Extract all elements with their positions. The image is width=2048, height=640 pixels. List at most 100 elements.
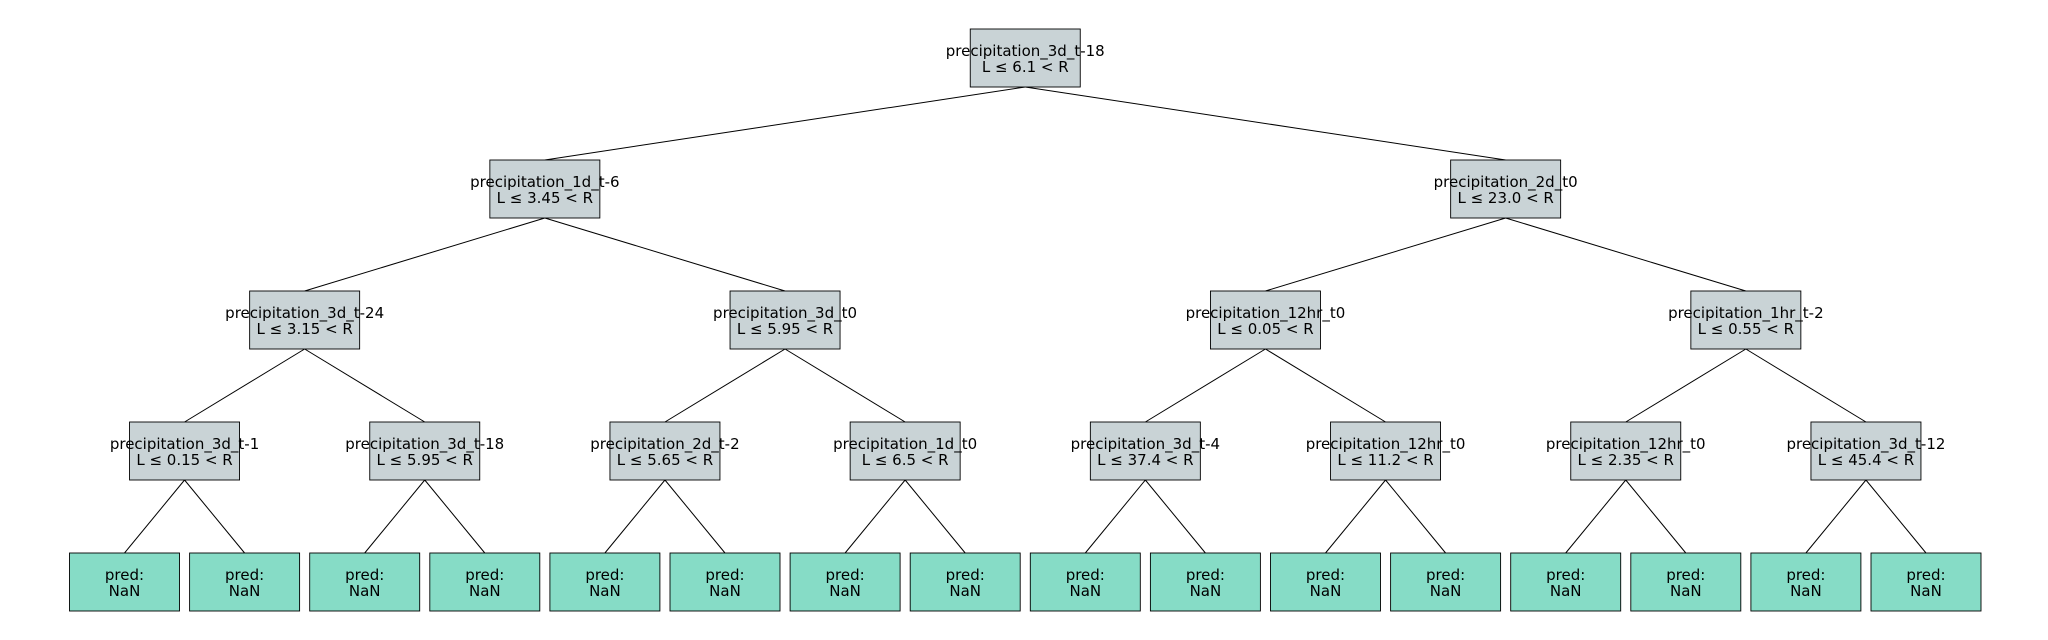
leaf-node: pred:NaN: [789, 552, 901, 612]
tree-edge-left: [304, 217, 545, 292]
tree-edge-right: [424, 479, 486, 554]
split-feature-label: precipitation_3d_t-4: [1071, 435, 1220, 454]
leaf-prediction-value: NaN: [229, 582, 261, 600]
tree-edge-right: [904, 479, 966, 554]
leaf-label: pred:: [225, 566, 264, 584]
node-box: [1029, 552, 1141, 612]
leaf-node: pred:NaN: [1149, 552, 1261, 612]
node-box: [489, 159, 601, 219]
split-node: precipitation_3d_t-18L ≤ 5.95 < R: [345, 421, 504, 481]
split-threshold-label: L ≤ 0.55 < R: [1698, 320, 1794, 338]
node-box: [1870, 552, 1982, 612]
leaf-label: pred:: [465, 566, 504, 584]
split-feature-label: precipitation_12hr_t0: [1306, 435, 1466, 454]
leaf-node: pred:NaN: [189, 552, 301, 612]
node-box: [429, 552, 541, 612]
split-node: precipitation_3d_t-12L ≤ 45.4 < R: [1786, 421, 1945, 481]
leaf-node: pred:NaN: [1270, 552, 1381, 612]
leaf-prediction-value: NaN: [1550, 582, 1582, 600]
node-box: [729, 290, 841, 350]
split-threshold-label: L ≤ 6.1 < R: [982, 58, 1069, 76]
leaf-prediction-value: NaN: [1670, 582, 1702, 600]
leaf-label: pred:: [1306, 566, 1345, 584]
tree-edge-right: [1745, 348, 1867, 423]
split-node: precipitation_1hr_t-2L ≤ 0.55 < R: [1668, 290, 1824, 350]
node-box: [909, 552, 1021, 612]
leaf-node: pred:NaN: [1870, 552, 1982, 612]
tree-edge-right: [1025, 86, 1506, 161]
split-threshold-label: L ≤ 2.35 < R: [1578, 451, 1674, 469]
leaf-label: pred:: [1066, 566, 1105, 584]
leaf-label: pred:: [1426, 566, 1465, 584]
split-threshold-label: L ≤ 5.95 < R: [737, 320, 833, 338]
node-box: [1330, 421, 1442, 481]
tree-edge-right: [1505, 217, 1746, 292]
split-node: precipitation_2d_t-2L ≤ 5.65 < R: [590, 421, 740, 481]
leaf-label: pred:: [345, 566, 384, 584]
leaf-label: pred:: [946, 566, 985, 584]
node-box: [969, 28, 1081, 88]
leaf-label: pred:: [1666, 566, 1705, 584]
leaf-prediction-value: NaN: [589, 582, 621, 600]
leaf-node: pred:NaN: [429, 552, 541, 612]
node-box: [1690, 290, 1802, 350]
tree-edge-right: [664, 479, 726, 554]
tree-edge-right: [544, 217, 786, 292]
node-box: [129, 421, 241, 481]
leaf-prediction-value: NaN: [709, 582, 741, 600]
tree-edge-left: [544, 86, 1026, 161]
tree-edge-left: [604, 479, 666, 554]
split-feature-label: precipitation_3d_t-18: [345, 435, 504, 454]
split-node: precipitation_3d_t-4L ≤ 37.4 < R: [1071, 421, 1220, 481]
split-node: precipitation_1d_t-6L ≤ 3.45 < R: [470, 159, 620, 219]
tree-edge-right: [784, 348, 906, 423]
node-box: [309, 552, 421, 612]
split-node: precipitation_3d_t-18L ≤ 6.1 < R: [946, 28, 1105, 88]
tree-edge-right: [1265, 348, 1386, 423]
split-node: precipitation_12hr_t0L ≤ 11.2 < R: [1306, 421, 1466, 481]
leaf-node: pred:NaN: [909, 552, 1021, 612]
split-threshold-label: L ≤ 5.65 < R: [617, 451, 713, 469]
node-box: [1450, 159, 1562, 219]
split-feature-label: precipitation_3d_t-24: [225, 304, 384, 323]
node-box: [549, 552, 661, 612]
leaf-node: pred:NaN: [669, 552, 781, 612]
leaf-node: pred:NaN: [309, 552, 421, 612]
tree-edge-left: [184, 348, 305, 423]
tree-edge-left: [1265, 217, 1506, 292]
tree-edge-left: [364, 479, 426, 554]
split-node: precipitation_12hr_t0L ≤ 0.05 < R: [1186, 290, 1346, 350]
leaf-prediction-value: NaN: [1430, 582, 1462, 600]
split-node: precipitation_2d_t0L ≤ 23.0 < R: [1434, 159, 1578, 219]
split-threshold-label: L ≤ 37.4 < R: [1097, 451, 1193, 469]
leaf-label: pred:: [585, 566, 624, 584]
tree-edge-left: [1805, 479, 1867, 554]
node-box: [609, 421, 721, 481]
leaf-prediction-value: NaN: [349, 582, 381, 600]
leaf-node: pred:NaN: [1029, 552, 1141, 612]
leaf-prediction-value: NaN: [949, 582, 981, 600]
tree-edge-left: [1084, 479, 1146, 554]
tree-edge-left: [1325, 479, 1386, 554]
split-threshold-label: L ≤ 11.2 < R: [1337, 451, 1433, 469]
leaf-node: pred:NaN: [69, 552, 180, 612]
leaf-prediction-value: NaN: [109, 582, 141, 600]
node-box: [1390, 552, 1502, 612]
leaf-prediction-value: NaN: [1910, 582, 1942, 600]
tree-edge-right: [1865, 479, 1927, 554]
leaf-node: pred:NaN: [1750, 552, 1862, 612]
leaf-node: pred:NaN: [549, 552, 661, 612]
split-feature-label: precipitation_12hr_t0: [1186, 304, 1346, 323]
leaf-node: pred:NaN: [1390, 552, 1502, 612]
tree-edge-left: [1565, 479, 1627, 554]
split-threshold-label: L ≤ 3.45 < R: [497, 189, 593, 207]
leaf-node: pred:NaN: [1630, 552, 1742, 612]
node-box: [1570, 421, 1682, 481]
tree-edges: [124, 86, 1927, 554]
split-feature-label: precipitation_2d_t0: [1434, 173, 1578, 192]
leaf-prediction-value: NaN: [1790, 582, 1822, 600]
leaf-prediction-value: NaN: [1190, 582, 1222, 600]
leaf-node: pred:NaN: [1510, 552, 1622, 612]
node-box: [249, 290, 361, 350]
